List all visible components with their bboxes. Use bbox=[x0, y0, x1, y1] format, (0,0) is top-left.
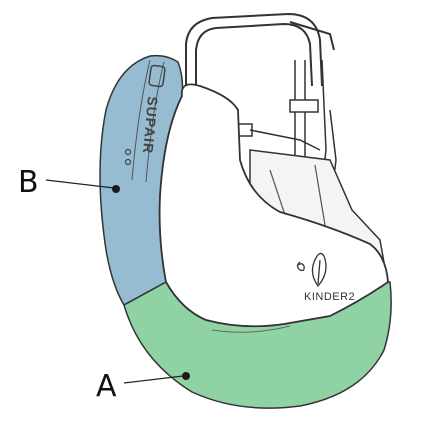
callout-b: B bbox=[18, 165, 120, 200]
model-name: KINDER2 bbox=[304, 291, 355, 303]
seat-body bbox=[158, 83, 389, 328]
seat-seam bbox=[211, 325, 291, 333]
brand-text: SUPAIR bbox=[140, 96, 161, 155]
callout-a-dot bbox=[182, 372, 190, 380]
callout-a: A bbox=[96, 369, 190, 404]
kinder-logo-icon bbox=[296, 252, 327, 288]
side-strap bbox=[124, 59, 166, 183]
label-b: B bbox=[18, 165, 39, 200]
label-a: A bbox=[96, 369, 117, 404]
callout-b-dot bbox=[112, 185, 120, 193]
